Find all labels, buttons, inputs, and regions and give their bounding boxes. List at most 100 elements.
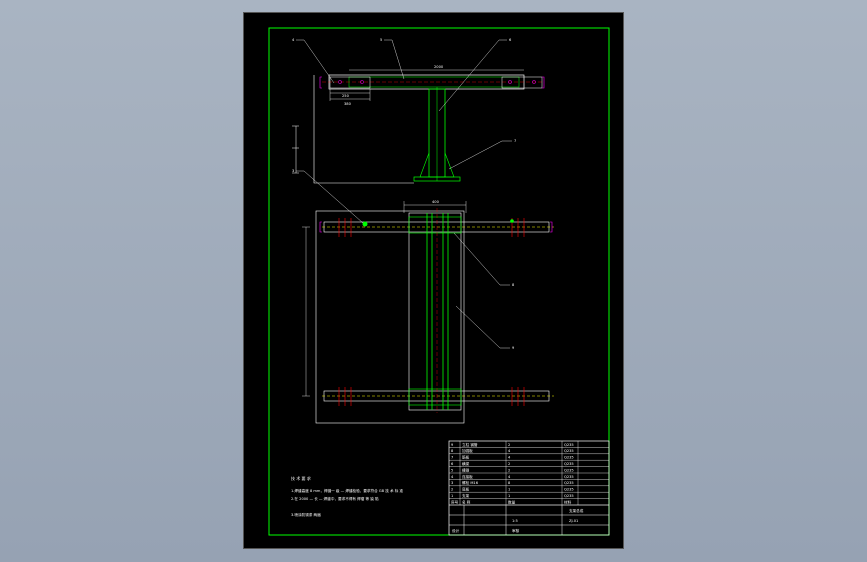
base-plate	[413, 176, 461, 182]
overall-outline	[313, 75, 414, 184]
parts-cell-name: 筋板	[462, 455, 470, 460]
parts-cell-mat: Q235	[564, 494, 574, 498]
checker-label: 审核	[512, 528, 520, 533]
parts-cell-qty: 4	[508, 449, 511, 453]
leader-5	[384, 39, 405, 80]
dim-lines-plan-top	[403, 201, 467, 213]
parts-cell-no: 5	[451, 468, 453, 472]
parts-cell-qty: 4	[508, 456, 511, 460]
parts-cell-name: 名 称	[462, 499, 471, 504]
plan-bottom-cap	[408, 388, 462, 406]
plan-view: 400 3 8 9	[292, 169, 554, 424]
parts-cell-no: 1	[451, 494, 453, 498]
leader-4	[296, 39, 335, 84]
parts-cell-name: 立柱 钢管	[462, 442, 478, 447]
parts-cell-qty: 2	[508, 462, 510, 466]
leader-3	[296, 170, 364, 224]
plan-column-frame	[408, 212, 462, 411]
parts-cell-qty: 1	[508, 488, 510, 492]
parts-cell-no: 8	[451, 449, 454, 453]
parts-cell-name: 底板	[462, 487, 470, 492]
notes-line-2: 2.在 2000 — 长 — 焊缝中，要求不得有 焊瘤 等 缺 陷	[291, 496, 379, 501]
designer-label: 设计	[452, 528, 460, 533]
parts-cell-mat: Q235	[564, 456, 574, 460]
bolt-hole-4	[532, 80, 536, 84]
parts-cell-qty: 1	[508, 494, 510, 498]
bolt-hole-2	[360, 80, 364, 84]
notes-line-3: 3.喷涂防锈漆 两遍	[291, 512, 321, 517]
drawing-sheet: 2000 250 380 4 5 6 7	[244, 13, 623, 548]
bolt-hole-3	[508, 80, 512, 84]
parts-cell-mat: 材料	[564, 499, 572, 504]
top-rail-bolt-lines	[338, 218, 525, 237]
plan-outline	[315, 210, 465, 424]
parts-cell-qty: 2	[508, 443, 510, 447]
dim-lines-plan-left	[302, 226, 310, 397]
parts-cell-qty: 8	[508, 481, 511, 485]
parts-cell-no: 3	[451, 481, 453, 485]
callout-7: 7	[514, 139, 516, 143]
parts-cell-mat: Q235	[564, 462, 574, 466]
technical-notes: 技 术 要 求 1.焊缝高度 8 mm，焊缝一 级 — 焊缝检验，要求符合 GB…	[291, 475, 403, 517]
callout-6: 6	[509, 38, 512, 42]
notes-title: 技 术 要 求	[291, 475, 311, 481]
right-end-plate	[501, 76, 543, 89]
callout-5: 5	[380, 38, 382, 42]
parts-cell-name: 槽钢	[462, 467, 470, 472]
parts-cell-mat: Q235	[564, 481, 574, 485]
callout-9: 9	[512, 346, 515, 350]
title-block-bottom-grid	[449, 504, 609, 535]
drawing-number: ZJ-01	[569, 519, 578, 523]
parts-cell-name: 加强板	[462, 448, 473, 453]
dim-2000: 2000	[434, 65, 444, 69]
assembly-name: 支架总成	[569, 508, 584, 513]
parts-cell-mat: Q235	[564, 475, 574, 479]
parts-cell-name: 支架	[462, 493, 470, 498]
parts-cell-qty: 数量	[508, 499, 516, 504]
anchor-marker	[362, 221, 368, 227]
callout-3: 3	[292, 169, 294, 173]
front-elevation-view: 2000 250 380 4 5 6 7	[292, 38, 545, 184]
scale-value: 1:5	[512, 519, 518, 523]
dim-400: 400	[432, 200, 440, 204]
bottom-rail-bolt-lines	[338, 387, 525, 406]
top-rail-end-marks	[319, 221, 553, 233]
parts-cell-no: 6	[451, 462, 454, 466]
leader-8	[453, 232, 510, 286]
parts-cell-mat: Q235	[564, 449, 574, 453]
dim-lines-left	[329, 89, 371, 101]
parts-cell-no: 序号	[451, 499, 459, 504]
callout-4: 4	[292, 38, 295, 42]
parts-cell-name: 横梁	[462, 461, 470, 466]
drawing-canvas: 2000 250 380 4 5 6 7	[268, 27, 610, 536]
parts-cell-mat: Q235	[564, 488, 574, 492]
leader-9	[455, 305, 510, 349]
callout-8: 8	[512, 283, 515, 287]
dim-250: 250	[342, 94, 350, 98]
end-marker-right	[542, 76, 545, 89]
leader-6	[438, 39, 507, 112]
bolt-hole-1	[338, 80, 342, 84]
parts-cell-no: 7	[451, 456, 453, 460]
parts-cell-no: 2	[451, 488, 453, 492]
sheet-border	[268, 27, 610, 536]
end-marker-left	[319, 76, 322, 89]
leader-7	[448, 140, 512, 170]
plan-top-cap	[408, 216, 462, 234]
parts-cell-no: 9	[451, 443, 454, 447]
parts-cell-name: 螺栓 M16	[462, 480, 479, 485]
parts-cell-mat: Q235	[564, 468, 574, 472]
anchor-marker-right	[510, 219, 514, 223]
parts-cell-name: 连接板	[462, 474, 473, 479]
dim-380: 380	[344, 102, 352, 106]
left-end-plate	[329, 76, 371, 89]
notes-line-1: 1.焊缝高度 8 mm，焊缝一 级 — 焊缝检验，要求符合 GB 技 术 标 准	[291, 488, 403, 493]
title-block-frame	[448, 440, 610, 536]
height-dim-ticks	[292, 125, 299, 174]
parts-cell-no: 4	[451, 475, 454, 479]
parts-cell-mat: Q235	[564, 443, 574, 447]
parts-cell-qty: 4	[508, 475, 511, 479]
parts-cell-qty: 2	[508, 468, 510, 472]
